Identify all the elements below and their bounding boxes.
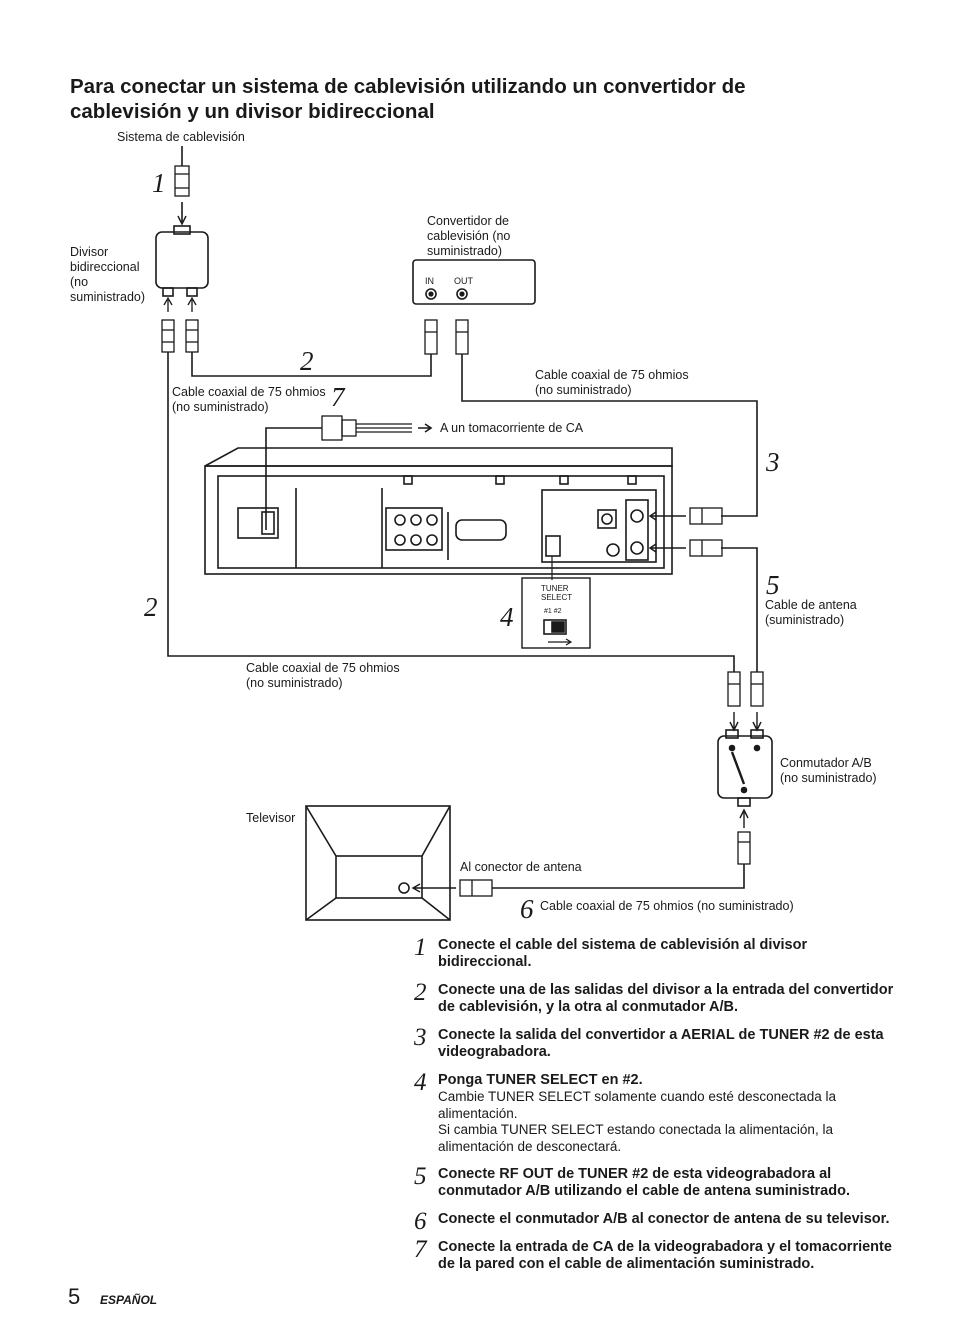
step-title: Conecte el conmutador A/B al conector de…	[438, 1211, 890, 1227]
step-title: Conecte la entrada de CA de la videograb…	[438, 1239, 892, 1272]
antenna-cable	[721, 547, 758, 672]
step-number: 4	[414, 1069, 427, 1096]
cable-splitter-to-ab	[167, 352, 735, 672]
vcr-aerial-plug	[689, 507, 723, 525]
step-title: Ponga TUNER SELECT en #2.	[438, 1072, 643, 1088]
converter-in-label: IN	[425, 276, 434, 286]
ab-output-plug	[737, 831, 751, 865]
splitter-plugs	[161, 319, 199, 353]
diagram-number-6: 6	[520, 894, 534, 924]
converter-plugs	[424, 319, 469, 355]
coax-label-right: Cable coaxial de 75 ohmios(no suministra…	[535, 368, 689, 397]
tv-label: Televisor	[246, 811, 296, 825]
diagram-number-4: 4	[500, 602, 514, 632]
page-number: 5	[68, 1284, 81, 1309]
coax-label-bottom: Cable coaxial de 75 ohmios(no suministra…	[246, 661, 400, 690]
antenna-connector-label: Al conector de antena	[460, 860, 582, 874]
antenna-cable-label: Cable de antena(suministrado)	[765, 598, 857, 627]
step-2: 2 Conecte una de las salidas del divisor…	[414, 979, 894, 1016]
ab-switch-box	[717, 729, 773, 807]
power-cord	[265, 427, 322, 530]
step-number: 3	[414, 1024, 427, 1051]
connection-diagram	[155, 146, 773, 921]
step-title: Conecte una de las salidas del divisor a…	[438, 982, 894, 1015]
page-title: Para conectar un sistema de cablevisión …	[70, 75, 746, 123]
step-6: 6 Conecte el conmutador A/B al conector …	[414, 1208, 894, 1235]
tuner-positions-label: #1 #2	[544, 608, 562, 615]
step-number: 2	[414, 979, 427, 1006]
ab-switch-label: Conmutador A/B(no suministrado)	[780, 756, 877, 785]
diagram-number-3: 3	[766, 447, 780, 477]
diagram-number-7: 7	[331, 382, 345, 412]
diagram-number-2-left: 2	[144, 592, 158, 622]
diagram-number-5: 5	[766, 570, 780, 600]
step-number: 5	[414, 1163, 427, 1190]
step-number: 1	[414, 934, 427, 961]
converter-box	[412, 259, 536, 305]
step-7: 7 Conecte la entrada de CA de la videogr…	[414, 1236, 894, 1273]
power-plug	[321, 415, 412, 441]
cable-splitter-to-converter	[191, 352, 432, 377]
ac-outlet-label: A un tomacorriente de CA	[440, 421, 584, 435]
tuner-select-switch	[521, 577, 591, 649]
step-note: Cambie TUNER SELECT solamente cuando est…	[438, 1089, 836, 1121]
converter-out-label: OUT	[454, 276, 473, 286]
step-5: 5 Conecte RF OUT de TUNER #2 de esta vid…	[414, 1163, 894, 1200]
step-title: Conecte la salida del convertidor a AERI…	[438, 1027, 884, 1060]
cable-converter-to-vcr	[461, 354, 758, 517]
coax-label-left: Cable coaxial de 75 ohmios(no suministra…	[172, 385, 326, 414]
ab-input-plugs	[727, 671, 764, 707]
step-1: 1 Conecte el cable del sistema de cablev…	[414, 934, 894, 971]
cable-system-label: Sistema de cablevisión	[117, 130, 245, 144]
tv-set	[305, 805, 451, 921]
step-title: Conecte RF OUT de TUNER #2 de esta video…	[438, 1166, 850, 1199]
step-3: 3 Conecte la salida del convertidor a AE…	[414, 1024, 894, 1061]
step-4: 4 Ponga TUNER SELECT en #2. Cambie TUNER…	[414, 1069, 894, 1155]
vcr-rf-out-plug	[689, 539, 723, 557]
step-note: Si cambia TUNER SELECT estando conectada…	[438, 1122, 833, 1154]
step-title: Conecte el cable del sistema de cablevis…	[438, 937, 808, 970]
coax-tv-label: Cable coaxial de 75 ohmios (no suministr…	[540, 899, 794, 913]
diagram-number-2-top: 2	[300, 346, 314, 376]
step-number: 7	[414, 1236, 427, 1263]
instruction-steps: 1 Conecte el cable del sistema de cablev…	[414, 934, 894, 1284]
cable-ab-to-tv	[492, 864, 745, 889]
step-number: 6	[414, 1208, 427, 1235]
vcr-rear-panel	[204, 447, 673, 575]
splitter-box	[155, 225, 209, 297]
language-label: ESPAÑOL	[100, 1293, 158, 1307]
connector-1	[174, 165, 190, 197]
tv-plug	[459, 879, 493, 897]
diagram-number-1: 1	[152, 168, 166, 198]
